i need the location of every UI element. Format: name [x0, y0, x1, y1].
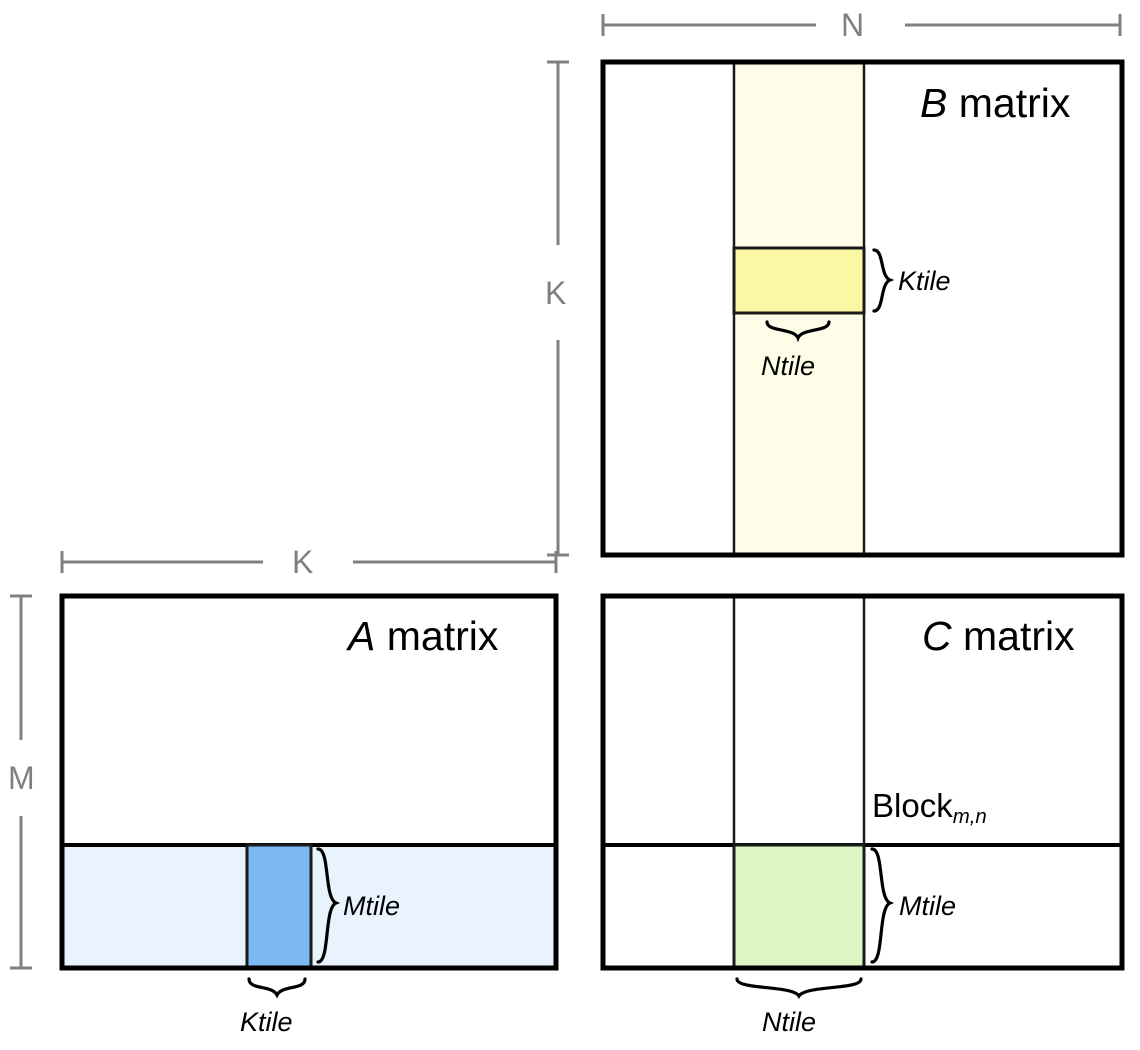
matrix-b-ntile-label: Ntile	[761, 351, 816, 381]
matrix-b-title-symbol: B	[920, 80, 948, 126]
brace-a-ktile	[247, 977, 307, 999]
matrix-c-mtile-label: Mtile	[899, 891, 957, 921]
brace-c-ntile	[735, 977, 863, 999]
matrix-c-block-label-subscript: m,n	[952, 805, 987, 829]
dimension-ruler-n	[601, 14, 1122, 36]
matrix-a-outline	[59, 593, 559, 971]
matrix-b-active-tile	[732, 246, 866, 315]
matrix-b	[600, 59, 1125, 558]
matrix-c-block-label: Blockm,n	[872, 787, 987, 827]
dimension-label-n: N	[841, 7, 865, 43]
matrix-a	[59, 593, 559, 971]
matrix-c-ntile-label: Ntile	[762, 1007, 817, 1037]
dimension-label-m: M	[8, 760, 35, 796]
matrix-c-block-label-text: Block	[872, 787, 953, 824]
matrix-a-title-word: matrix	[375, 613, 499, 659]
dimension-ruler-k-vertical	[547, 60, 569, 557]
matrix-a-title-symbol: A	[348, 613, 376, 659]
matrix-c-title-symbol: C	[922, 613, 952, 659]
matrix-c-active-tile	[732, 843, 866, 970]
matrix-b-ktile-label: Ktile	[898, 266, 951, 296]
brace-b-ktile	[872, 248, 895, 313]
matrix-a-ktile-label: Ktile	[240, 1007, 293, 1037]
matrix-a-active-tile	[245, 843, 313, 970]
matrix-a-title: A matrix	[348, 616, 498, 657]
dimension-ruler-k-horizontal	[60, 551, 558, 573]
brace-a-mtile	[316, 847, 341, 964]
matrix-c-title-word: matrix	[951, 613, 1075, 659]
matrix-c-title: C matrix	[922, 616, 1075, 657]
brace-c-mtile	[870, 847, 895, 964]
dimension-label-k-vertical: K	[545, 275, 567, 311]
brace-b-ntile	[765, 320, 831, 343]
matrix-b-outline	[600, 59, 1125, 558]
dimension-ruler-m	[10, 594, 32, 970]
matrix-b-title-word: matrix	[947, 80, 1071, 126]
matrix-c-outline	[600, 593, 1125, 971]
dimension-label-k-horizontal: K	[292, 544, 314, 580]
matrix-b-title: B matrix	[920, 83, 1070, 124]
matrix-a-mtile-label: Mtile	[343, 891, 401, 921]
matrix-c	[600, 593, 1125, 971]
